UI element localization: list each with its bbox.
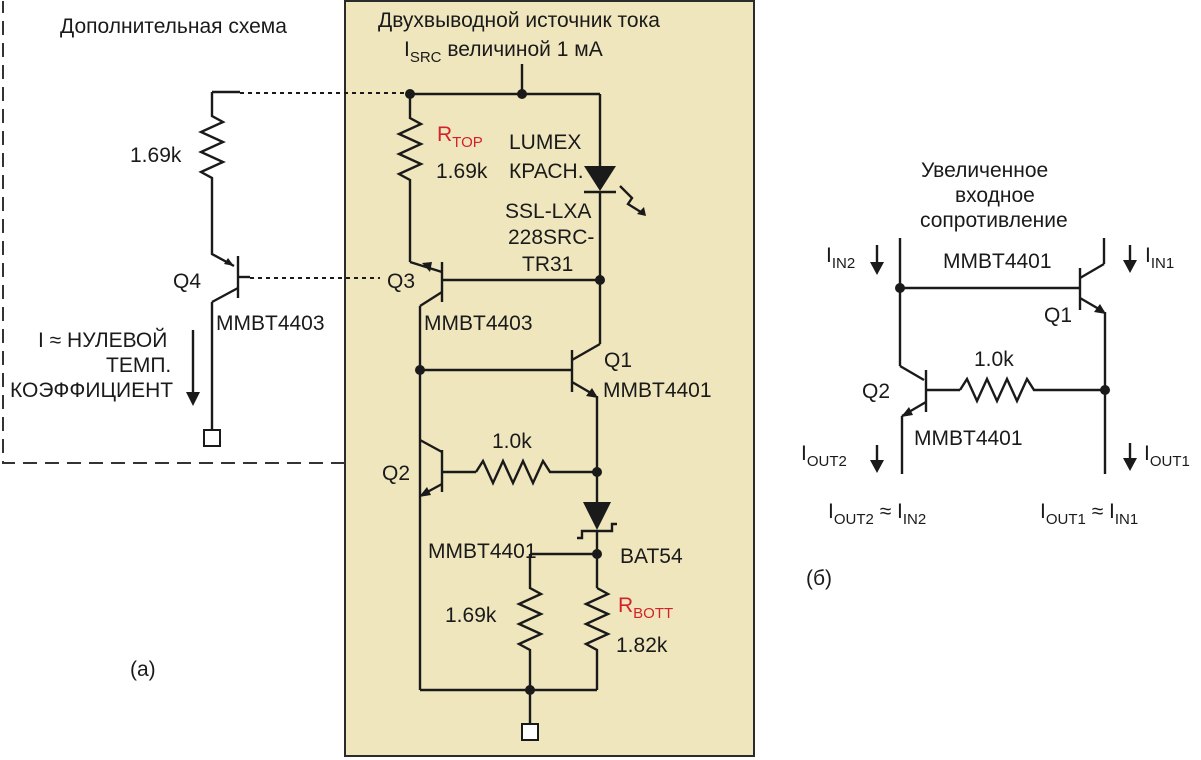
- led-icon: [584, 94, 646, 280]
- eq-left: IOUT2 ≈ IIN2: [828, 500, 926, 528]
- panel-b-q1-part: MMBT4401: [943, 250, 1052, 273]
- q1-transistor: [420, 275, 605, 472]
- q2-resistor-value: 1.0k: [492, 430, 532, 453]
- r-bott-value: 1.82k: [616, 634, 668, 657]
- panel-b-resistor-value: 1.0k: [974, 348, 1014, 371]
- q4-name: Q4: [173, 270, 201, 293]
- diode-part: BAT54: [620, 545, 683, 568]
- r-top-resistor: [396, 94, 424, 262]
- r-top-label: RTOP: [437, 123, 483, 151]
- caption-a: (а): [130, 658, 156, 681]
- optional-circuit-title: Дополнительная схема: [60, 15, 287, 38]
- optional-circuit-boundary: [2, 1, 345, 464]
- q1-name: Q1: [604, 349, 632, 372]
- q2-part: MMBT4401: [428, 540, 537, 563]
- optional-resistor-value: 1.69k: [130, 144, 182, 167]
- panel-b-title-3: сопротивление: [920, 209, 1068, 232]
- zero-tc-line3: КОЭФФИЦИЕНТ: [10, 379, 173, 402]
- led-part-3: TR31: [522, 253, 573, 276]
- source-title: Двухвыводной источник тока: [378, 9, 660, 32]
- led-color: КРАСН.: [509, 160, 584, 183]
- panel-b-title-1: Увеличенное: [921, 159, 1048, 182]
- led-name: LUMEX: [509, 131, 581, 154]
- i-out2-label: IOUT2: [801, 442, 847, 470]
- zero-tc-line2: ТЕМП.: [106, 354, 171, 377]
- eq-right: IOUT1 ≈ IIN1: [1040, 500, 1138, 528]
- r-bott-left-value: 1.69k: [445, 604, 497, 627]
- q3-part: MMBT4403: [424, 312, 533, 335]
- q3-name: Q3: [387, 270, 415, 293]
- q1-part: MMBT4401: [603, 379, 712, 402]
- panel-b-q1-name: Q1: [1044, 304, 1072, 327]
- panel-b-q2-part: MMBT4401: [914, 427, 1023, 450]
- i-in2-label: IIN2: [826, 244, 855, 272]
- i-in1-label: IIN1: [1145, 244, 1174, 272]
- panel-b-q2-name: Q2: [862, 380, 890, 403]
- r-bott-label: RBOTT: [618, 594, 673, 622]
- panel-b-title-2: входное: [955, 184, 1035, 207]
- q4-part: MMBT4403: [216, 312, 325, 335]
- zero-tc-line1: I ≈ НУЛЕВОЙ: [38, 328, 167, 352]
- r-top-value: 1.69k: [436, 160, 488, 183]
- led-part-2: 228SRC-: [508, 226, 594, 249]
- source-title-line2: ISRC величиной 1 мА: [404, 38, 603, 66]
- led-part-1: SSL-LXA: [505, 200, 591, 223]
- i-out1-label: IOUT1: [1144, 442, 1190, 470]
- q2-name: Q2: [382, 462, 410, 485]
- panel-b-circuit: [870, 238, 1137, 474]
- optional-circuit: [186, 90, 406, 447]
- r-bott-network: [420, 552, 611, 741]
- caption-b: (б): [806, 567, 832, 590]
